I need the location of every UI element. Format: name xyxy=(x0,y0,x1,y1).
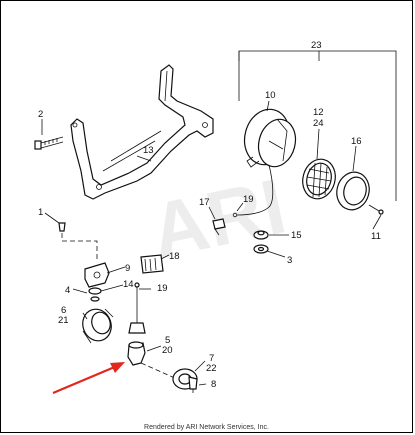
pointer-arrow xyxy=(52,362,125,395)
bolt-2 xyxy=(34,136,64,150)
mounting-bracket-13 xyxy=(70,64,214,200)
callout-19-lower: 19 xyxy=(157,283,168,294)
lamp-housing-6 xyxy=(82,308,114,344)
callout-23: 23 xyxy=(311,40,322,51)
clamp-9 xyxy=(84,262,110,288)
callout-5: 5 xyxy=(165,335,170,346)
callout-14: 14 xyxy=(123,279,134,290)
callout-21: 21 xyxy=(58,315,69,326)
callout-12: 12 xyxy=(313,107,324,118)
bolt-17 xyxy=(212,218,226,236)
screw-8 xyxy=(188,376,198,393)
callout-17: 17 xyxy=(199,197,210,208)
callout-10: 10 xyxy=(265,90,276,101)
callout-13: 13 xyxy=(143,145,154,156)
connector-18 xyxy=(140,254,164,274)
callout-4: 4 xyxy=(65,285,70,296)
callout-15: 15 xyxy=(291,230,302,241)
watermark: ARI xyxy=(143,161,293,275)
lamp-shell-10 xyxy=(243,108,297,168)
wire-19-lower xyxy=(128,282,146,334)
callout-labels: 2 13 1 9 14 4 18 19 6 21 5 20 7 22 8 23 … xyxy=(38,40,381,390)
callout-8: 8 xyxy=(211,379,216,390)
callout-16: 16 xyxy=(351,136,362,147)
washer-3 xyxy=(253,244,269,254)
washer-15 xyxy=(253,230,269,240)
screw-1 xyxy=(58,222,98,259)
callout-9: 9 xyxy=(125,263,130,274)
credit-text: Rendered by ARI Network Services, Inc. xyxy=(144,424,269,431)
callout-22: 22 xyxy=(206,363,217,374)
leader-lines xyxy=(41,100,382,386)
callout-2: 2 xyxy=(38,109,43,120)
callout-1: 1 xyxy=(38,207,43,218)
trim-ring-16 xyxy=(336,171,370,211)
callout-19-upper: 19 xyxy=(243,194,254,205)
callout-7: 7 xyxy=(209,353,214,364)
callout-20: 20 xyxy=(162,345,173,356)
wire-19-upper xyxy=(232,164,274,218)
callout-3: 3 xyxy=(287,255,292,266)
nut-4 xyxy=(88,287,102,302)
bulb-5 xyxy=(127,341,178,380)
screw-11 xyxy=(368,204,384,215)
lamp-lens-12 xyxy=(302,158,336,200)
callout-bracket-23 xyxy=(238,50,397,201)
callout-18: 18 xyxy=(169,251,180,262)
callout-6: 6 xyxy=(61,305,66,316)
callout-11: 11 xyxy=(371,231,381,242)
callout-24: 24 xyxy=(313,118,324,129)
